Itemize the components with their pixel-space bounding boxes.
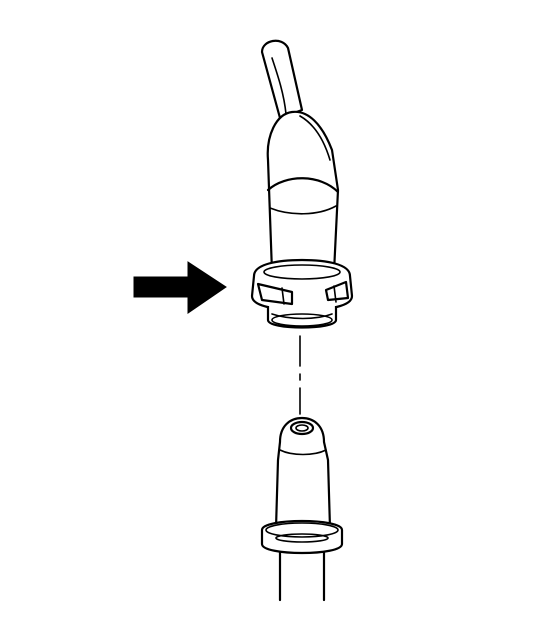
pipe-bead-flange: [260, 519, 344, 555]
pipe-lower-tube: [278, 550, 326, 602]
retainer-clip: [250, 258, 354, 312]
quick-connect-fitting: [266, 110, 340, 274]
fitting-seal-rings: [266, 306, 338, 329]
pointer-arrow-icon: [133, 261, 227, 314]
hose-upper: [260, 39, 304, 120]
pipe-end: [274, 416, 332, 530]
